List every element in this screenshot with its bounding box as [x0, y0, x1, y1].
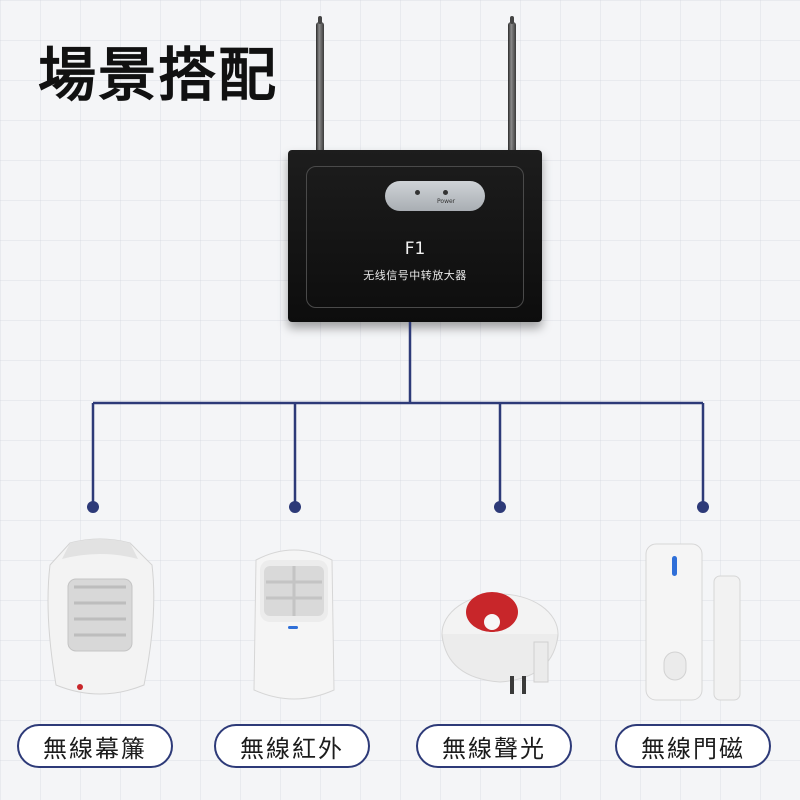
connector-dot	[494, 501, 506, 513]
product-label-door: 無線門磁	[615, 724, 771, 768]
page-title: 場景搭配	[38, 41, 279, 109]
door-magnet-icon	[645, 543, 741, 701]
connector-dot	[87, 501, 99, 513]
product-label-siren: 無線聲光	[416, 724, 572, 768]
infrared-sensor-icon	[253, 549, 335, 700]
connector-dot	[697, 501, 709, 513]
device-description: 无线信号中转放大器	[363, 269, 467, 282]
connector-dot	[289, 501, 301, 513]
power-led-icon	[443, 190, 448, 195]
product-label-infrared: 無線紅外	[214, 724, 370, 768]
power-label: Power	[437, 198, 456, 205]
device-model: F1	[404, 239, 426, 259]
product-label-curtain: 無線幕簾	[17, 724, 173, 768]
device-front-panel: Power F1 无线信号中转放大器	[306, 166, 524, 308]
curtain-sensor-icon	[47, 538, 155, 695]
strobe-siren-icon	[441, 592, 559, 694]
repeater-device: Power F1 无线信号中转放大器	[288, 150, 542, 322]
antenna-left	[316, 16, 324, 154]
antenna-right	[508, 16, 516, 154]
status-led-icon	[415, 190, 420, 195]
indicator-panel: Power	[385, 181, 485, 211]
